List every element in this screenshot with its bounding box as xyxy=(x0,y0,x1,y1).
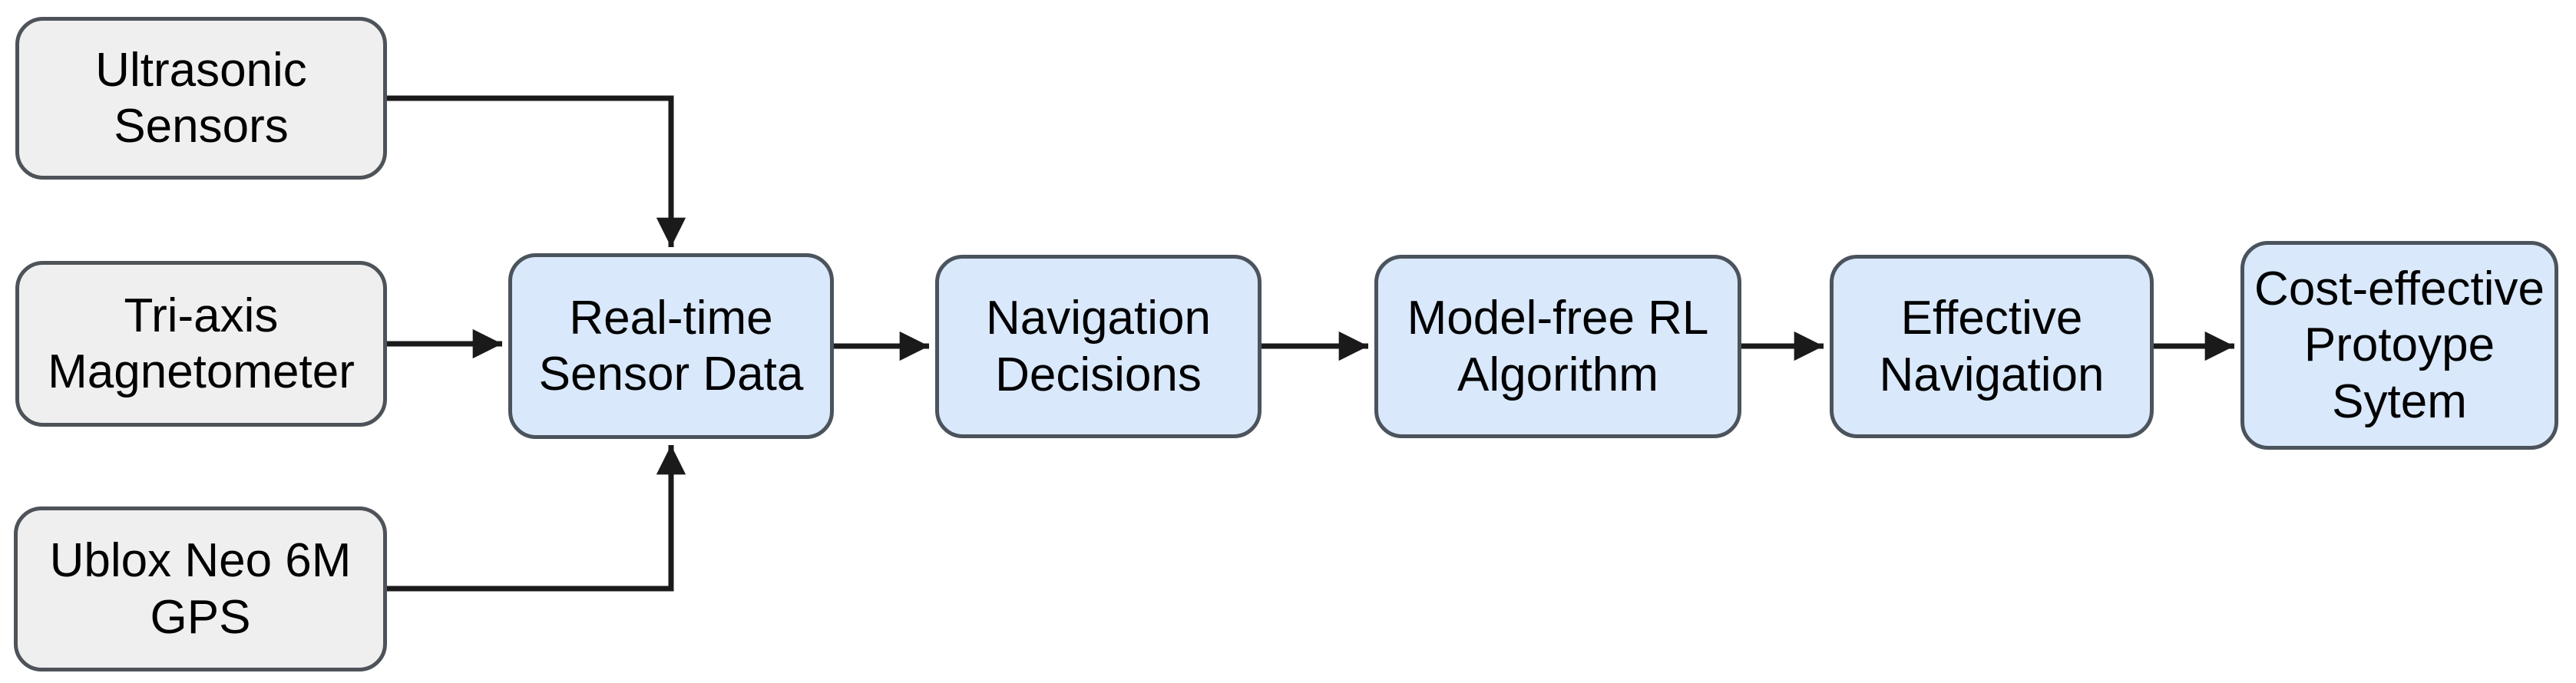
node-label: Ultrasonic Sensors xyxy=(95,43,307,153)
node-label: Cost-effective Protoype Sytem xyxy=(2254,262,2545,428)
connector-gps-to-realtime xyxy=(387,445,686,592)
node-label: Ublox Neo 6M GPS xyxy=(49,534,352,644)
node-cost-effective-protoype-sytem: Cost-effective Protoype Sytem xyxy=(2240,241,2558,450)
node-label: Real-time Sensor Data xyxy=(538,291,804,401)
node-label: Navigation Decisions xyxy=(986,292,1211,401)
node-ultrasonic-sensors: Ultrasonic Sensors xyxy=(15,17,387,180)
node-ublox-neo-6m-gps: Ublox Neo 6M GPS xyxy=(14,506,387,671)
node-navigation-decisions: Navigation Decisions xyxy=(935,255,1262,438)
node-effective-navigation: Effective Navigation xyxy=(1830,255,2154,438)
connector-ultrasonic-to-realtime xyxy=(387,95,686,247)
node-label: Effective Navigation xyxy=(1879,292,2105,401)
node-label: Model-free RL Algorithm xyxy=(1407,292,1709,401)
node-real-time-sensor-data: Real-time Sensor Data xyxy=(508,253,834,439)
node-tri-axis-magnetometer: Tri-axis Magnetometer xyxy=(15,261,387,427)
node-label: Tri-axis Magnetometer xyxy=(48,289,355,398)
node-model-free-rl-algorithm: Model-free RL Algorithm xyxy=(1374,255,1741,438)
